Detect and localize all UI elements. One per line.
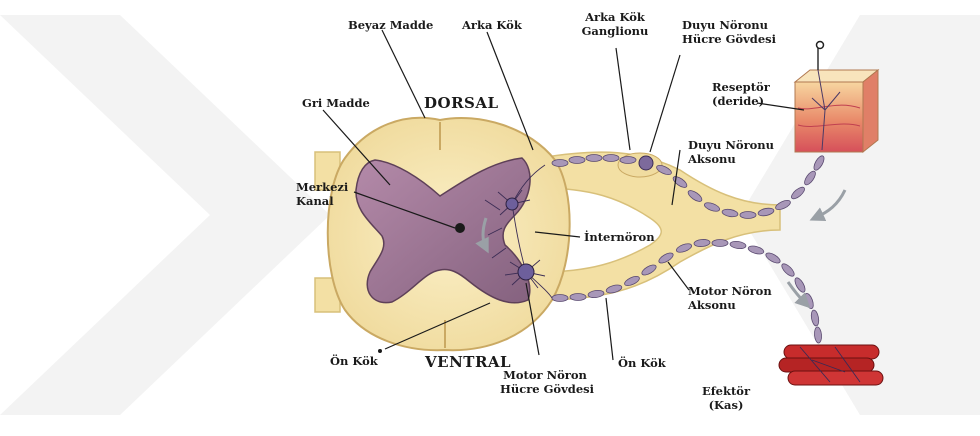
label-beyaz-madde: Beyaz Madde — [348, 18, 433, 32]
label-reseptor-line2: (deride) — [712, 94, 770, 108]
central-canal — [455, 223, 465, 233]
label-merkezi-kanal-line2: Kanal — [296, 194, 348, 208]
label-reseptor-line1: Reseptör — [712, 80, 770, 94]
label-gri-madde: Gri Madde — [302, 96, 370, 110]
label-duyu-noronu-akson-line1: Duyu Nöronu — [688, 138, 774, 152]
label-motor-noron-aksonu: Motor Nöron Aksonu — [688, 284, 772, 312]
muscle-effector — [779, 345, 883, 385]
label-efektor-line2: (Kas) — [700, 398, 752, 412]
ventral-label: VENTRAL — [425, 355, 511, 369]
label-duyu-noronu-aksonu: Duyu Nöronu Aksonu — [688, 138, 774, 166]
label-motor-noron-akson-line2: Aksonu — [688, 298, 772, 312]
label-efektor: Efektör (Kas) — [700, 384, 752, 412]
label-merkezi-kanal: Merkezi Kanal — [296, 180, 348, 208]
label-arka-kok-ganglionu-line2: Ganglionu — [580, 24, 650, 38]
label-efektor-line1: Efektör — [700, 384, 752, 398]
motor-neuron-cell-body — [518, 264, 534, 280]
label-motor-noron-hucre-govdesi: Motor Nöron Hücre Gövdesi — [500, 368, 590, 396]
label-on-kok-right: Ön Kök — [618, 356, 666, 370]
label-arka-kok-ganglionu-line1: Arka Kök — [580, 10, 650, 24]
label-motor-noron-hucre-line2: Hücre Gövdesi — [500, 382, 590, 396]
label-on-kok-left: Ön Kök — [330, 354, 378, 368]
label-reseptor: Reseptör (deride) — [712, 80, 770, 108]
label-internoron: İnternöron — [584, 230, 655, 244]
sensory-neuron-cell-body — [639, 156, 653, 170]
dorsal-label: DORSAL — [424, 96, 499, 110]
label-duyu-noronu-hucre-line1: Duyu Nöronu — [682, 18, 776, 32]
ventral-root-leader-dot — [378, 349, 382, 353]
label-motor-noron-akson-line1: Motor Nöron — [688, 284, 772, 298]
interneuron-cell-body — [506, 198, 518, 210]
label-duyu-noronu-hucre-line2: Hücre Gövdesi — [682, 32, 776, 46]
label-motor-noron-hucre-line1: Motor Nöron — [500, 368, 590, 382]
label-arka-kok-ganglionu: Arka Kök Ganglionu — [580, 10, 650, 38]
label-duyu-noronu-akson-line2: Aksonu — [688, 152, 774, 166]
label-arka-kok: Arka Kök — [462, 18, 522, 32]
label-duyu-noronu-hucre-govdesi: Duyu Nöronu Hücre Gövdesi — [682, 18, 776, 46]
label-merkezi-kanal-line1: Merkezi — [296, 180, 348, 194]
